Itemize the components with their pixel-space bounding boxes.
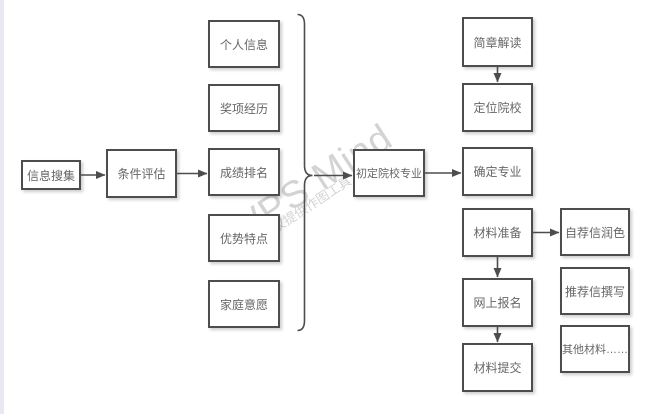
node-info-gathering[interactable]: 信息搜集 [21, 160, 81, 190]
grouping-brace [297, 13, 313, 332]
node-brochure-reading[interactable]: 简章解读 [462, 17, 533, 67]
node-locate-schools[interactable]: 定位院校 [462, 83, 533, 132]
node-condition-evaluation[interactable]: 条件评估 [106, 149, 177, 198]
node-family-wishes[interactable]: 家庭意愿 [208, 280, 280, 328]
node-confirm-major[interactable]: 确定专业 [462, 147, 533, 196]
node-award-experience[interactable]: 奖项经历 [208, 84, 280, 132]
node-grade-ranking[interactable]: 成绩排名 [208, 148, 280, 196]
node-initial-school-major[interactable]: 初定院校专业 [353, 149, 425, 197]
node-personal-info[interactable]: 个人信息 [208, 20, 280, 68]
node-rec-letter-writing[interactable]: 推荐信撰写 [560, 267, 630, 315]
node-self-letter-polish[interactable]: 自荐信润色 [560, 208, 630, 256]
node-online-registration[interactable]: 网上报名 [462, 278, 533, 327]
page-edge-strip [0, 0, 4, 414]
node-strength-traits[interactable]: 优势特点 [208, 214, 280, 262]
node-material-submission[interactable]: 材料提交 [462, 343, 533, 392]
node-material-preparation[interactable]: 材料准备 [462, 208, 533, 257]
node-other-materials[interactable]: 其他材料…… [560, 325, 630, 373]
